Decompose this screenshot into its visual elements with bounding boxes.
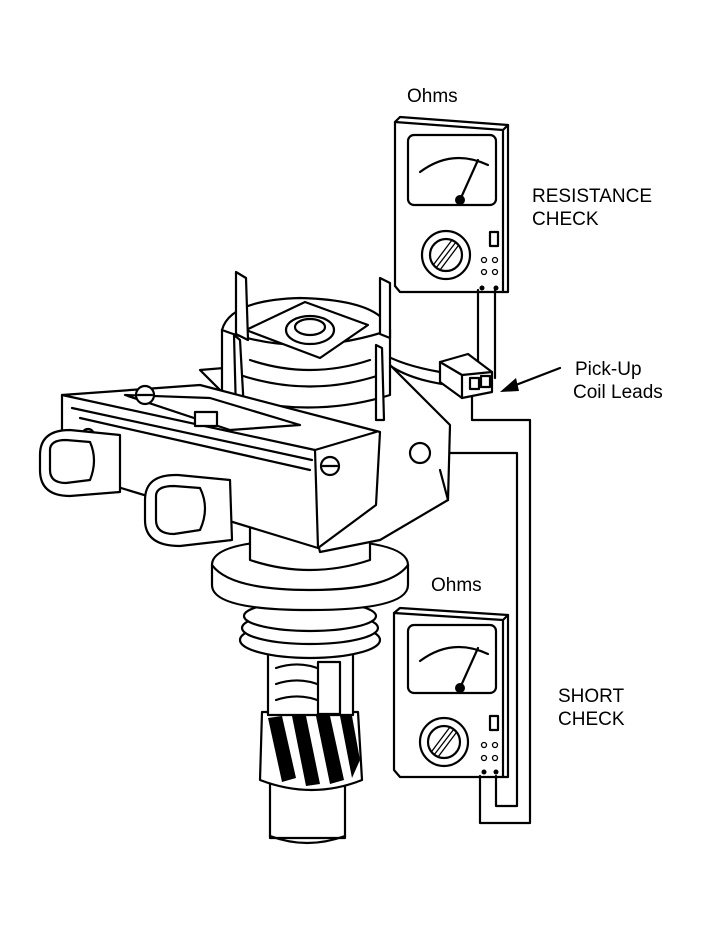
short-check-label-line1: SHORT bbox=[558, 686, 625, 707]
ohmmeter-short-check bbox=[392, 606, 510, 779]
ohms-label-bottom: Ohms bbox=[431, 575, 482, 596]
distributor-assembly bbox=[38, 270, 452, 845]
ohmmeter-resistance-check bbox=[393, 115, 510, 294]
pickup-coil-leads-label-line2: Coil Leads bbox=[573, 382, 663, 403]
ohms-label-top: Ohms bbox=[407, 86, 458, 107]
pickup-coil-connector bbox=[378, 350, 562, 400]
pickup-coil-leads-label-line1: Pick-Up bbox=[575, 359, 642, 380]
resistance-check-label-line1: RESISTANCE bbox=[532, 186, 653, 207]
test-lead-wires bbox=[428, 288, 532, 825]
short-check-label-line2: CHECK bbox=[558, 709, 625, 730]
resistance-check-label-line2: CHECK bbox=[532, 209, 599, 230]
